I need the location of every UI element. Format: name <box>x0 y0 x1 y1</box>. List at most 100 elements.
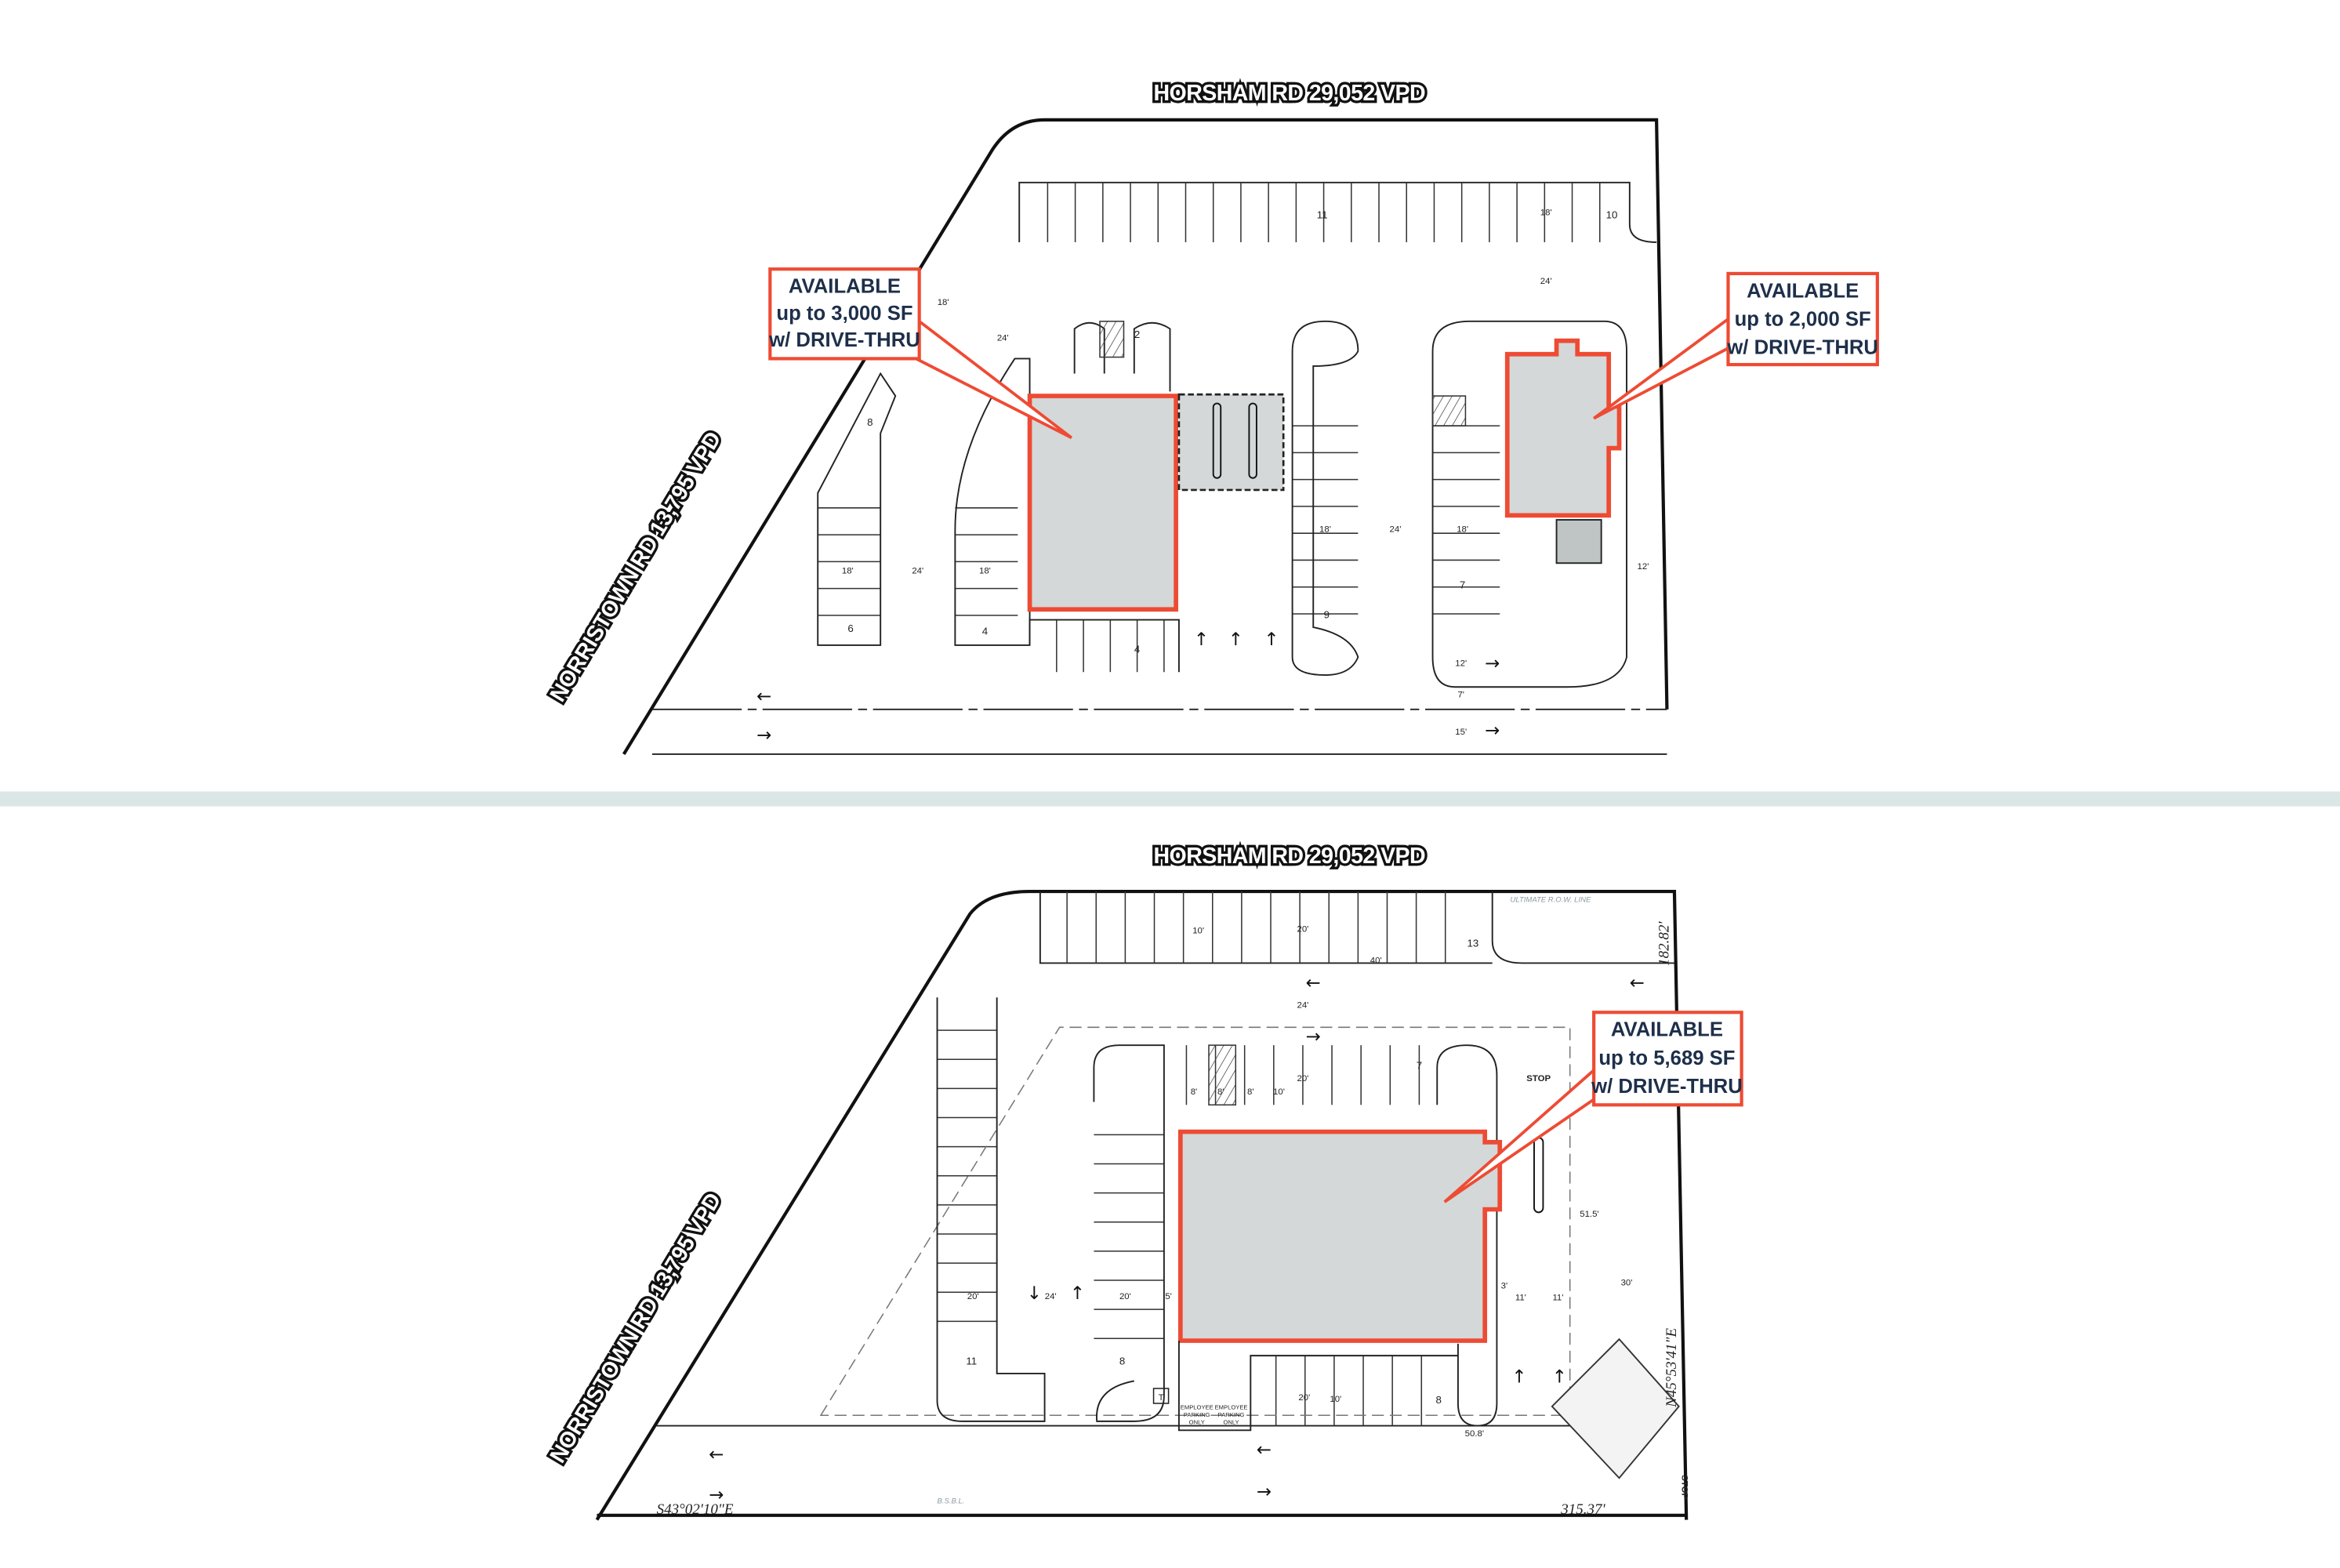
stop-marking: STOP <box>1679 1475 1689 1499</box>
callout-box <box>1726 271 1879 367</box>
svg-text:11': 11' <box>1515 1294 1526 1303</box>
svg-text:AVAILABLE: AVAILABLE <box>1611 1019 1723 1041</box>
east-median <box>1436 1044 1498 1427</box>
canopy-column <box>1212 402 1222 479</box>
svg-text:8': 8' <box>1217 1087 1224 1097</box>
svg-text:18': 18' <box>1319 524 1331 534</box>
stall-count: 7 <box>1417 1060 1422 1072</box>
road-label-norristown: NORRISTOWN RD 13,795 VPD <box>545 428 726 706</box>
svg-text:20': 20' <box>1297 1074 1308 1083</box>
arrow-up-icon: ↑ <box>1070 1283 1085 1304</box>
bottom-dimensions: 10' 20' 24' 40' 20' 8' 8' 8' 10' 20' 24'… <box>967 924 1633 1438</box>
callout-2000sf: AVAILABLE up to 2,000 SF w/ DRIVE-THRU <box>1593 271 1879 420</box>
arrow-left-icon: ← <box>1306 973 1321 993</box>
south-line-length: 315.37' <box>1560 1501 1605 1518</box>
stall-count: 6 <box>847 622 853 634</box>
arrow-left-icon: ← <box>756 686 771 706</box>
stall-count: 8 <box>867 416 873 428</box>
arrow-down-icon: ↓ <box>1027 1283 1042 1304</box>
traffic-arrows: ↑ ↑ ↑ ← → → → <box>756 630 1500 746</box>
svg-text:24': 24' <box>1390 524 1402 534</box>
stall-count: 7 <box>1460 579 1465 591</box>
arrow-right-icon: → <box>1306 1026 1321 1047</box>
building-pad-3000sf <box>1027 394 1178 612</box>
svg-text:8': 8' <box>1191 1087 1198 1097</box>
svg-text:w/ DRIVE-THRU: w/ DRIVE-THRU <box>768 329 920 351</box>
bottom-stall-counts: 13 7 11 8 8 <box>966 938 1478 1406</box>
stall-count: 2 <box>1134 328 1140 340</box>
top-parking-row <box>1018 181 1657 243</box>
east-line-bearing: N45°53'41"E <box>1663 1327 1680 1407</box>
svg-text:up to 2,000 SF: up to 2,000 SF <box>1735 309 1871 331</box>
svg-text:5': 5' <box>1165 1292 1172 1301</box>
stall-count: 9 <box>1324 609 1330 621</box>
arrow-left-icon: ← <box>709 1444 724 1465</box>
accessible-aisle-hatch-east <box>1431 395 1467 426</box>
road-label-horsham: HORSHAM RD 29,052 VPD <box>1154 844 1426 869</box>
survey-annotations: 182.82' S43°02'10"E 315.37' N45°53'41"E … <box>657 895 1689 1518</box>
trash-label: T <box>1159 1393 1164 1403</box>
east-parcel-curb <box>1431 320 1627 688</box>
svg-text:24': 24' <box>997 334 1009 343</box>
center-median <box>1291 320 1359 676</box>
stall-count: 11 <box>966 1356 977 1367</box>
arrow-up-icon: ↑ <box>1228 630 1243 650</box>
svg-text:18': 18' <box>1457 524 1468 534</box>
canopy-column <box>1248 402 1257 479</box>
bottom-site-plan: ← → ← ↓ ↑ ↑ ↑ ← → ← → 13 7 11 8 8 10' 20… <box>542 841 1743 1521</box>
svg-text:up to 5,689 SF: up to 5,689 SF <box>1598 1047 1735 1069</box>
arrow-right-icon: → <box>1485 653 1500 673</box>
arrow-right-icon: → <box>756 725 771 746</box>
arrow-up-icon: ↑ <box>1194 630 1209 650</box>
svg-text:AVAILABLE: AVAILABLE <box>789 276 901 298</box>
trash-enclosure-icon <box>1152 1388 1170 1404</box>
svg-text:10': 10' <box>1192 926 1204 935</box>
top-property-line <box>622 118 1669 756</box>
drive-thru-menu-board <box>1533 1137 1544 1214</box>
callout-box <box>768 267 921 361</box>
svg-text:24': 24' <box>1540 277 1552 286</box>
top-stall-counts: 11 10 2 8 6 4 4 9 7 <box>847 209 1617 655</box>
stall-count: 4 <box>1134 643 1141 655</box>
callout-box <box>1592 1011 1743 1107</box>
arrow-up-icon: ↑ <box>1511 1367 1526 1387</box>
svg-text:w/ DRIVE-THRU: w/ DRIVE-THRU <box>1591 1076 1743 1098</box>
stall-count: 13 <box>1467 938 1479 949</box>
south-parking <box>1029 619 1180 673</box>
center-parking-island <box>1093 1044 1165 1422</box>
stall-count: 4 <box>982 626 989 637</box>
traffic-arrows: ← → ← ↓ ↑ ↑ ↑ ← → ← → <box>709 973 1645 1505</box>
callout-5689sf: AVAILABLE up to 5,689 SF w/ DRIVE-THRU <box>1443 1011 1743 1203</box>
svg-text:18': 18' <box>842 567 854 576</box>
svg-text:20': 20' <box>1298 1393 1310 1403</box>
svg-text:10': 10' <box>1273 1087 1285 1097</box>
top-parking-stalls <box>818 182 1601 673</box>
north-parking-row <box>1039 891 1674 964</box>
south-line-bearing: S43°02'10"E <box>657 1501 734 1518</box>
west-parking-island <box>817 372 897 646</box>
bottom-property-line <box>595 889 1689 1521</box>
svg-text:18': 18' <box>938 298 949 307</box>
arrow-right-icon: → <box>1257 1482 1272 1502</box>
sign-monument <box>1551 1338 1680 1479</box>
building-pad-5689sf <box>1177 1129 1503 1343</box>
svg-text:24': 24' <box>1045 1292 1057 1301</box>
svg-text:20': 20' <box>967 1292 979 1301</box>
svg-text:20': 20' <box>1297 924 1308 934</box>
svg-text:AVAILABLE: AVAILABLE <box>1747 280 1859 302</box>
stop-marking: STOP <box>1526 1074 1551 1083</box>
accessible-aisle-hatch <box>1099 321 1125 358</box>
arrow-left-icon: ← <box>1257 1440 1272 1461</box>
svg-text:18': 18' <box>1540 209 1552 218</box>
arrow-right-icon: → <box>709 1485 724 1505</box>
stall-count: 11 <box>1317 209 1328 220</box>
drive-thru-structure <box>1555 519 1602 564</box>
svg-text:20': 20' <box>1119 1292 1131 1301</box>
top-site-plan: ↑ ↑ ↑ ← → → → 11 10 2 8 6 4 4 9 7 18' 24… <box>542 78 1879 756</box>
svg-text:24': 24' <box>1297 1001 1308 1011</box>
employee-parking-label: EMPLOYEE PARKING ONLY <box>1214 1403 1248 1426</box>
svg-text:12': 12' <box>1455 659 1467 669</box>
employee-parking <box>1177 1341 1458 1432</box>
svg-text:30': 30' <box>1621 1279 1633 1288</box>
top-dimensions: 18' 24' 18' 24' 18' 18' 24' 18' 18' 24' … <box>842 209 1649 737</box>
